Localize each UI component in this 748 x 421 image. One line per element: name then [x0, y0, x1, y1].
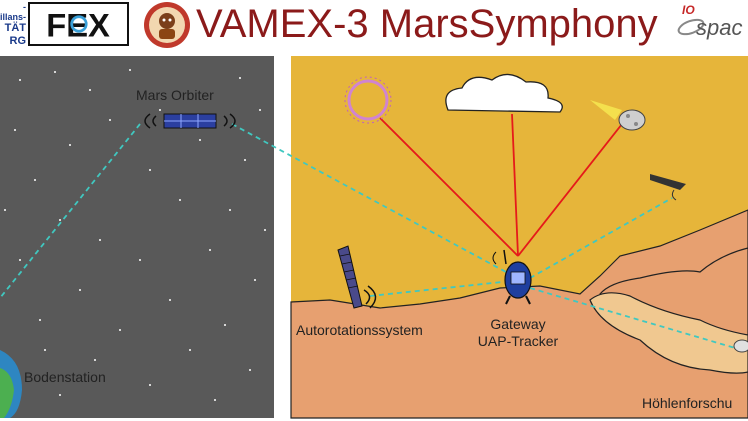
university-logo: -illans- TÄT RG [0, 2, 26, 46]
cloud-icon [445, 73, 563, 113]
team-emblem-logo [144, 2, 190, 48]
system-diagram: Mars Orbiter Bodenstation Autorotationss… [0, 50, 748, 421]
orbiter-label: Mars Orbiter [136, 87, 214, 103]
orbiter-satellite-icon [144, 113, 236, 129]
star-field [4, 69, 266, 401]
gateway-tracker-icon [492, 249, 532, 305]
page-title: VAMEX-3 MarsSymphony [196, 2, 658, 46]
meteor-icon [590, 100, 646, 131]
mars-ground [290, 209, 748, 419]
io-logo-small: IO [682, 3, 695, 17]
cave-robot-icon [733, 339, 748, 353]
gateway-label-line2: UAP-Tracker [477, 333, 559, 349]
university-logo-line: TÄT [4, 22, 26, 34]
drone-icon [650, 174, 686, 201]
gateway-label: Gateway UAP-Tracker [475, 316, 561, 350]
cave-exploration-label: Höhlenforschu [642, 395, 733, 411]
autorotation-device-icon [337, 245, 377, 309]
space-panel [0, 56, 274, 418]
io-logo-text: spac [696, 15, 743, 40]
university-logo-line: RG [9, 35, 27, 46]
fex-logo-text: FEX [46, 7, 110, 44]
observation-rays [379, 113, 623, 257]
sun-object-icon [344, 76, 392, 124]
earth-land [0, 368, 14, 418]
ground-station-label: Bodenstation [24, 369, 106, 385]
fex-logo: FEX [28, 2, 129, 46]
fex-logo-graphic: FEX [46, 7, 110, 44]
gateway-label-line1: Gateway [490, 316, 546, 332]
diagram-canvas [0, 56, 748, 419]
fex-logo-ring [70, 15, 88, 33]
comm-links [0, 123, 743, 351]
university-logo-line: -illans- [0, 2, 26, 22]
io-space-logo: IO spac [676, 3, 748, 43]
autorotation-label: Autorotationssystem [296, 322, 423, 338]
header-bar: -illans- TÄT RG FEX VAMEX-3 MarsSymphony… [0, 0, 748, 50]
io-orbit-icon [677, 18, 705, 36]
cave-tunnel [589, 292, 748, 374]
